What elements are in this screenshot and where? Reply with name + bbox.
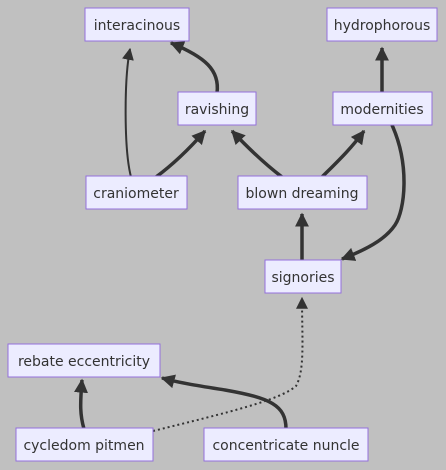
node-signories[interactable]: signories <box>264 259 342 294</box>
edge-craniometer-interacinous <box>122 47 134 178</box>
edge-blowndreaming-modernities <box>320 129 366 179</box>
node-label: blown dreaming <box>246 186 359 202</box>
node-label: modernities <box>340 102 423 118</box>
node-label: interacinous <box>94 18 180 34</box>
edge-blowndreaming-ravishing <box>230 129 284 179</box>
node-label: concentricate nuncle <box>212 438 359 454</box>
edge-ravishing-interacinous <box>169 41 220 94</box>
edge-cycledompitmen-rebateeccentricity <box>74 378 88 430</box>
edge-concentricatenuncle-rebateeccentricity <box>160 374 288 430</box>
edge-cycledompitmen-signories <box>152 296 309 432</box>
node-ravishing[interactable]: ravishing <box>177 91 257 126</box>
node-concentricate-nuncle[interactable]: concentricate nuncle <box>203 427 369 462</box>
node-blown-dreaming[interactable]: blown dreaming <box>237 175 368 210</box>
node-cycledom-pitmen[interactable]: cycledom pitmen <box>15 427 154 462</box>
node-hydrophorous[interactable]: hydrophorous <box>326 7 438 42</box>
edge-craniometer-ravishing <box>154 129 207 179</box>
node-modernities[interactable]: modernities <box>332 91 433 126</box>
node-label: ravishing <box>185 102 249 118</box>
node-label: hydrophorous <box>334 18 431 34</box>
node-craniometer[interactable]: craniometer <box>85 175 188 210</box>
node-label: signories <box>271 270 334 286</box>
edge-modernities-signories <box>340 124 406 261</box>
node-rebate-eccentricity[interactable]: rebate eccentricity <box>7 343 161 378</box>
node-label: cycledom pitmen <box>23 438 144 454</box>
node-label: craniometer <box>93 186 179 202</box>
node-label: rebate eccentricity <box>18 354 150 370</box>
node-interacinous[interactable]: interacinous <box>84 7 190 42</box>
